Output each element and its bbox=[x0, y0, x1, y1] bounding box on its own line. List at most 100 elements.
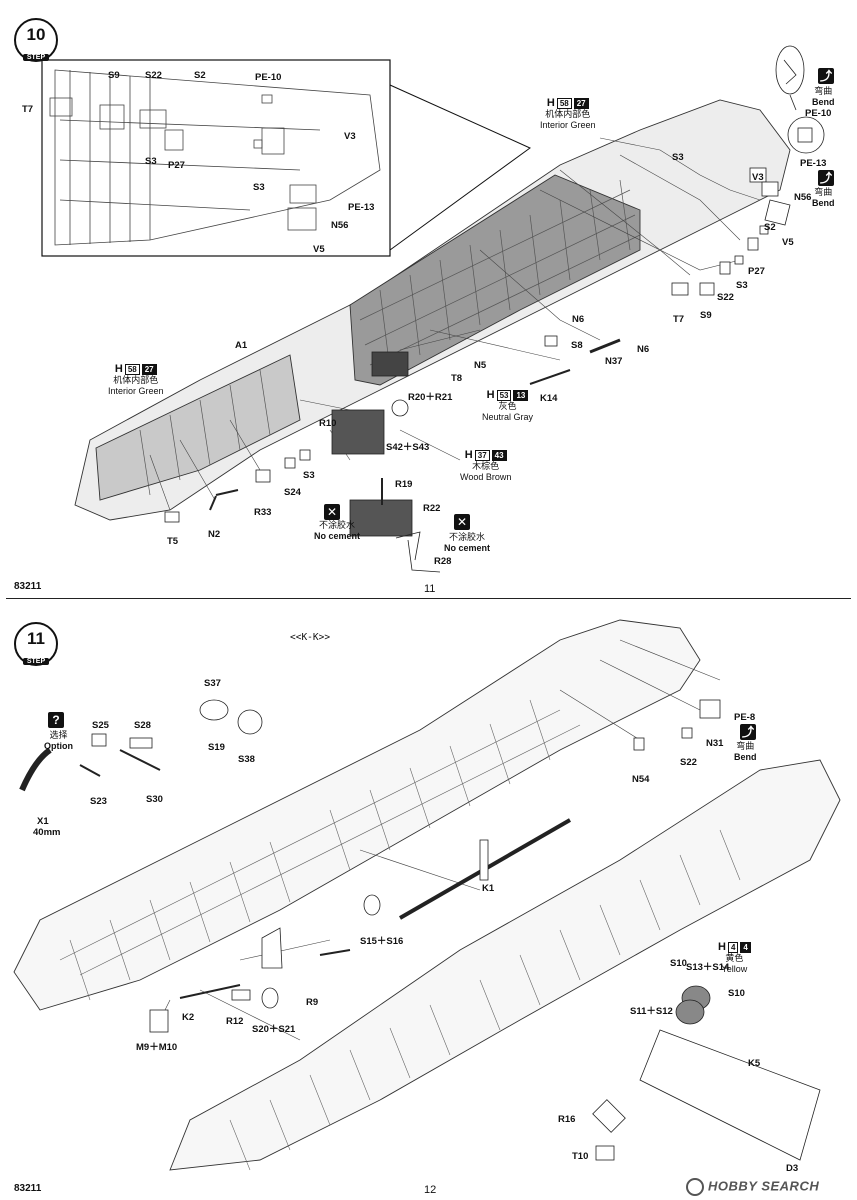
part-label: A1 bbox=[235, 340, 248, 351]
part-label: S30 bbox=[146, 794, 163, 805]
part-label: R19 bbox=[395, 479, 413, 490]
part-label: S9 bbox=[700, 310, 712, 321]
paint-name-zh: 木棕色 bbox=[472, 461, 500, 471]
part-label: S10 bbox=[728, 988, 745, 999]
bend-icon: ⤴ bbox=[740, 724, 756, 740]
paint-name-zh: 黄色 bbox=[725, 953, 744, 963]
paint-name-en: Wood Brown bbox=[460, 472, 512, 482]
option-note: 选择 Option bbox=[44, 730, 73, 751]
part-label: R10 bbox=[319, 418, 337, 429]
paint-name-en: Interior Green bbox=[540, 120, 596, 130]
part-label: S23 bbox=[90, 796, 107, 807]
part-label: T8 bbox=[451, 373, 463, 384]
part-label: D3 bbox=[786, 1163, 799, 1174]
paint-name-zh: 机体内部色 bbox=[545, 109, 591, 119]
part-label: S22 bbox=[680, 757, 697, 768]
part-label: K2 bbox=[182, 1012, 195, 1023]
step-11-diagram bbox=[13, 619, 841, 1171]
step-10-diagram bbox=[41, 45, 825, 573]
part-label: PE-8 bbox=[734, 712, 756, 723]
part-label: S3 bbox=[145, 156, 157, 167]
hobby-search-logo-icon bbox=[686, 1178, 704, 1196]
paint-name-en: Neutral Gray bbox=[482, 412, 534, 422]
part-label: S22 bbox=[717, 292, 734, 303]
step-number: 10 bbox=[26, 25, 46, 44]
paint-name-zh: 机体内部色 bbox=[113, 375, 159, 385]
part-label: V3 bbox=[344, 131, 356, 142]
part-label: S11＋S12 bbox=[630, 1006, 673, 1017]
step-word: STEP bbox=[22, 658, 50, 665]
part-label: N54 bbox=[632, 774, 650, 785]
part-label: R20＋R21 bbox=[408, 392, 453, 403]
part-label: N2 bbox=[208, 529, 221, 540]
part-label: R28 bbox=[434, 556, 452, 567]
part-label: T7 bbox=[673, 314, 685, 325]
step-number: 11 bbox=[27, 629, 45, 648]
part-label: PE-13 bbox=[800, 158, 827, 169]
part-label: S42＋S43 bbox=[386, 442, 430, 453]
bend-note: 弯曲 Bend bbox=[812, 187, 835, 208]
part-label: T7 bbox=[22, 104, 34, 115]
part-label: S20＋S21 bbox=[252, 1024, 296, 1035]
part-label: N6 bbox=[572, 314, 585, 325]
part-label: K14 bbox=[540, 393, 558, 404]
part-label: S19 bbox=[208, 742, 225, 753]
part-label: S10 bbox=[670, 958, 687, 969]
paint-name-zh: 灰色 bbox=[498, 401, 517, 411]
bend-note: 弯曲 Bend bbox=[812, 86, 835, 107]
part-label: S3 bbox=[736, 280, 748, 291]
paint-name-en: Interior Green bbox=[108, 386, 164, 396]
step-11-panel: 11 STEP <<K-K>> ? 选择 Option S37 S19 S38 … bbox=[0, 600, 857, 1200]
part-label: N31 bbox=[706, 738, 724, 749]
page-number: 11 bbox=[424, 583, 436, 595]
part-label: S15＋S16 bbox=[360, 936, 404, 947]
part-label: P27 bbox=[748, 266, 765, 277]
bend-icon: ⤴ bbox=[818, 68, 834, 84]
part-label: T10 bbox=[572, 1151, 589, 1162]
part-label: S2 bbox=[194, 70, 206, 81]
no-cement-icon: ✕ bbox=[454, 514, 470, 530]
part-label: S37 bbox=[204, 678, 221, 689]
part-label: PE-10 bbox=[805, 108, 832, 119]
no-cement-note: 不涂胶水 No cement bbox=[444, 532, 491, 553]
part-label: R16 bbox=[558, 1114, 576, 1125]
bend-icon: ⤴ bbox=[818, 170, 834, 186]
part-label: S8 bbox=[571, 340, 583, 351]
watermark: HOBBY SEARCH bbox=[686, 1178, 819, 1196]
part-label: S3 bbox=[303, 470, 315, 481]
no-cement-note: 不涂胶水 No cement bbox=[314, 520, 361, 541]
part-label: V3 bbox=[752, 172, 764, 183]
page-number: 12 bbox=[424, 1184, 437, 1196]
part-label: R12 bbox=[226, 1016, 244, 1027]
part-label: T5 bbox=[167, 536, 179, 547]
part-label: R22 bbox=[423, 503, 441, 514]
part-label: P27 bbox=[168, 160, 185, 171]
part-label: N5 bbox=[474, 360, 487, 371]
part-label: N6 bbox=[637, 344, 650, 355]
part-label: K1 bbox=[482, 883, 495, 894]
part-label: S13＋S14 bbox=[686, 962, 730, 973]
step-badge: 10 STEP bbox=[14, 18, 58, 62]
part-label: V5 bbox=[782, 237, 794, 248]
part-label: S28 bbox=[134, 720, 151, 731]
kit-number: 83211 bbox=[14, 1183, 42, 1194]
part-label: S9 bbox=[108, 70, 120, 81]
bend-note: 弯曲 Bend bbox=[734, 741, 757, 762]
step-word: STEP bbox=[22, 54, 50, 61]
step-10-panel: 10 STEP S9 S22 S2 T7 PE-10 V3 S3 P27 S3 … bbox=[6, 18, 851, 599]
part-label: N56 bbox=[794, 192, 812, 203]
part-label: PE-10 bbox=[255, 72, 282, 83]
part-label: N37 bbox=[605, 356, 623, 367]
part-label: S24 bbox=[284, 487, 301, 498]
part-label: N56 bbox=[331, 220, 349, 231]
kit-number: 83211 bbox=[14, 581, 42, 592]
part-label: R9 bbox=[306, 997, 319, 1008]
part-label: M9＋M10 bbox=[136, 1042, 178, 1053]
part-label: 40mm bbox=[33, 827, 61, 838]
part-label: X1 bbox=[37, 816, 49, 827]
